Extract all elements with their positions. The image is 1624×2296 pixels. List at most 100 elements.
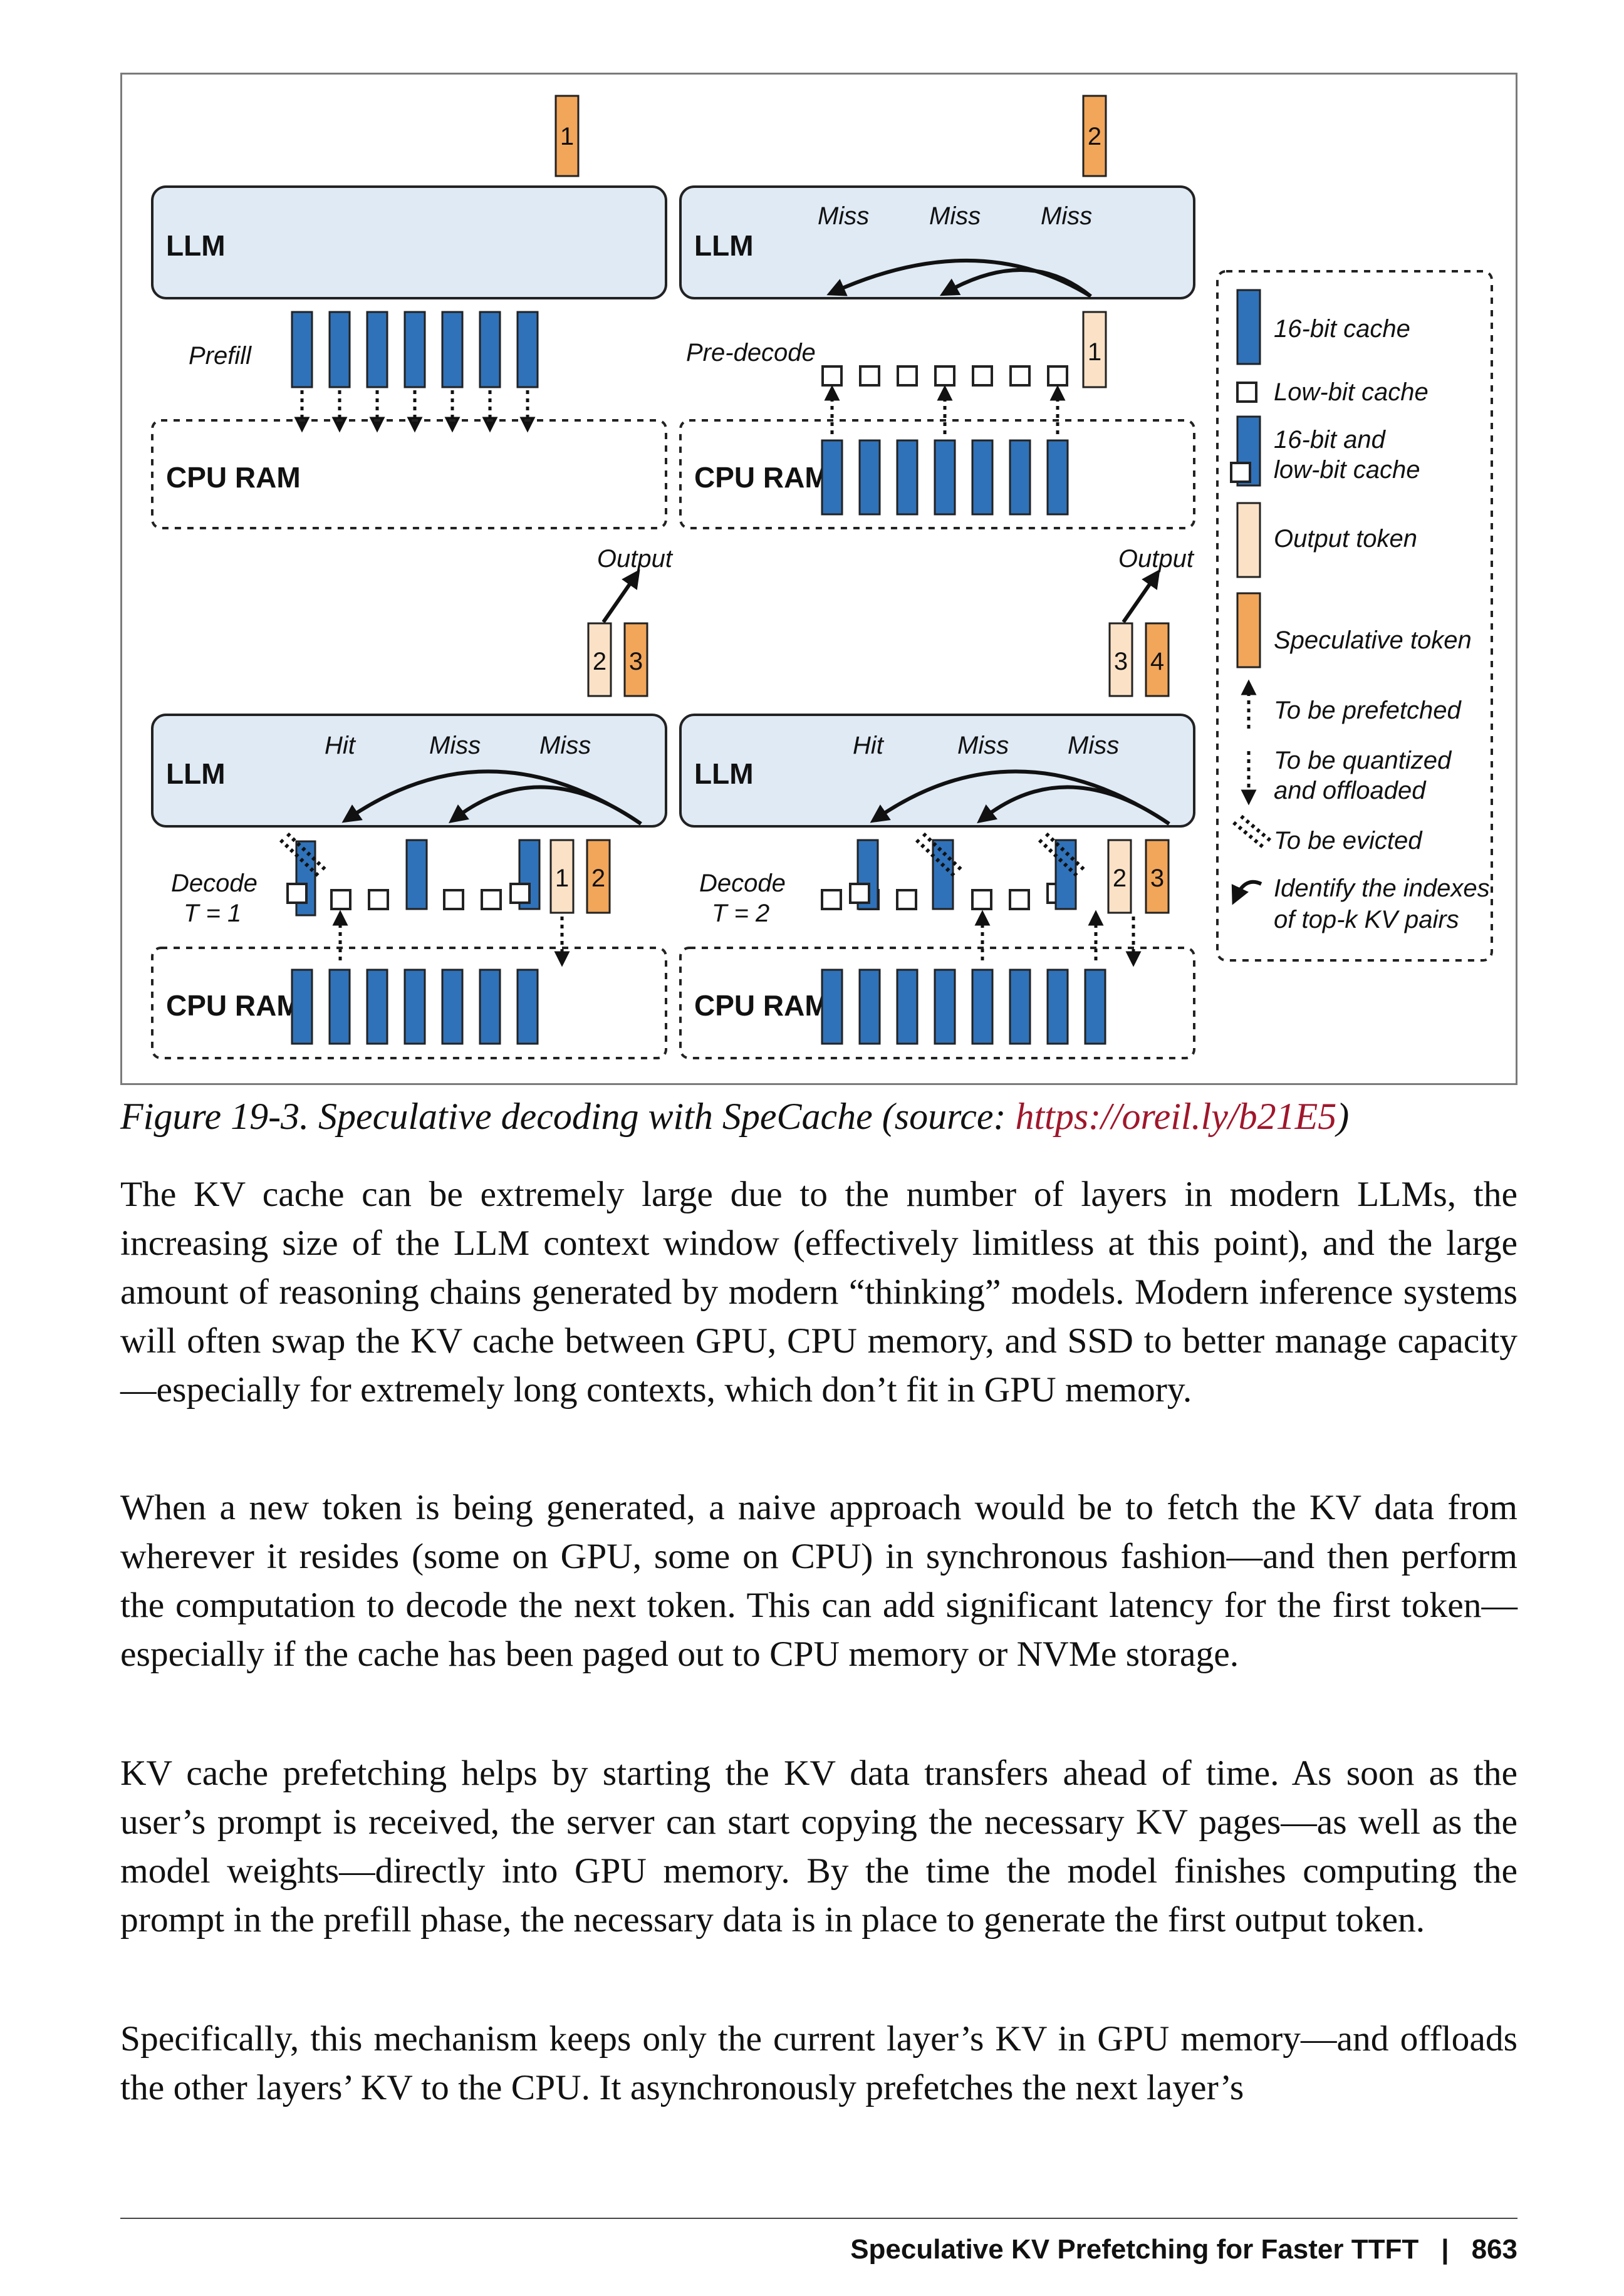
figure-caption: Figure 19-3. Speculative decoding with S…: [120, 1095, 1517, 1138]
panel-prefill: 1 LLM Prefill: [151, 95, 667, 529]
token-label: 3: [1114, 648, 1128, 675]
stage-label-t: T = 1: [184, 900, 241, 927]
footer-rule: [120, 2218, 1517, 2219]
evict-mark: [915, 838, 956, 878]
legend-label: To be evicted: [1274, 827, 1423, 855]
llm-label: LLM: [694, 757, 754, 790]
token-label: 1: [1088, 338, 1101, 366]
llm-box-predecode: [679, 185, 1195, 299]
evict-mark: [922, 832, 963, 871]
legend-label: To be prefetched: [1274, 697, 1462, 724]
output-left: Output 2 3: [587, 545, 674, 697]
footer-section-title: Speculative KV Prefetching for Faster TT…: [850, 2234, 1419, 2265]
speculative-token: [1145, 839, 1170, 914]
output-token: [1082, 311, 1107, 388]
topk-arrow: [449, 785, 642, 826]
caption-close: ): [1336, 1096, 1350, 1137]
panel-predecode: 2 LLM Miss Miss Miss Pre-decode 1: [679, 95, 1195, 529]
cpu-ram-label: CPU RAM: [694, 461, 829, 494]
cpu-ram-label: CPU RAM: [166, 461, 301, 494]
miss-label: Miss: [539, 732, 591, 759]
llm-box-decode-1: [151, 714, 667, 828]
running-footer: Speculative KV Prefetching for Faster TT…: [850, 2234, 1517, 2265]
legend-label: of top-k KV pairs: [1274, 906, 1459, 933]
token-label: 1: [560, 123, 574, 150]
figure-frame: 1 LLM Prefill: [120, 73, 1517, 1085]
legend-mixed-swatch-lowbit: [1230, 462, 1251, 483]
evict-mark: [286, 832, 327, 871]
evicted-cache: [932, 839, 954, 910]
low-bit-cache: [509, 883, 531, 904]
llm-label: LLM: [166, 757, 226, 790]
hit-label: Hit: [853, 732, 885, 759]
cpu-ram-label: CPU RAM: [694, 989, 829, 1022]
cpu-cache-bars: [821, 969, 1106, 1045]
legend-label: 16-bit cache: [1274, 315, 1410, 343]
output-token: [587, 622, 612, 697]
footer-separator: |: [1441, 2234, 1449, 2265]
prefill-cache-bars: [291, 311, 539, 388]
speculative-token: [1145, 622, 1170, 697]
stage-label-decode: Decode: [699, 870, 786, 897]
speculative-decoding-diagram: 1 LLM Prefill: [151, 95, 1493, 1059]
evicted-cache: [1054, 839, 1077, 910]
cpu-ram-box-decode-1: [151, 947, 667, 1059]
cpu-ram-label: CPU RAM: [166, 989, 301, 1022]
low-bit-cache: [849, 883, 870, 904]
prefetch-arrows: [824, 385, 1066, 434]
miss-label: Miss: [429, 732, 481, 759]
offload-arrows: [294, 390, 536, 433]
output-token: [1108, 622, 1133, 697]
llm-box-prefill: [151, 185, 667, 299]
legend-label: low-bit cache: [1274, 456, 1420, 484]
miss-label: Miss: [929, 202, 981, 230]
legend-label: 16-bit and: [1274, 426, 1387, 454]
token-label: 4: [1150, 648, 1164, 675]
topk-arrow: [939, 268, 1092, 298]
body-paragraph: KV cache prefetching helps by starting t…: [120, 1753, 1517, 1940]
low-bit-cache-row: [286, 883, 502, 910]
stage-label-decode: Decode: [171, 870, 258, 897]
legend-evict-mark: [1240, 814, 1273, 843]
llm-label: LLM: [166, 229, 226, 262]
body-paragraph: Specifically, this mechanism keeps only …: [120, 2019, 1517, 2107]
topk-arrow: [826, 259, 1092, 298]
legend-label: To be quantized: [1274, 747, 1452, 774]
cpu-ram-box-decode-2: [679, 947, 1195, 1059]
legend-lowbit-swatch: [1236, 382, 1257, 403]
panel-decode-2: LLM Hit Miss Miss Decode T = 2: [679, 714, 1195, 1059]
cpu-ram-box-prefill: [151, 419, 667, 529]
token-label: 2: [1113, 865, 1127, 892]
miss-label: Miss: [1068, 732, 1119, 759]
cpu-cache-bars: [821, 439, 1069, 516]
legend-label: Speculative token: [1274, 626, 1472, 654]
caption-link[interactable]: https://oreil.ly/b21E5: [1015, 1096, 1337, 1137]
speculative-token: [586, 839, 611, 914]
body-paragraph: The KV cache can be extremely large due …: [120, 1175, 1517, 1410]
speculative-token-1: [554, 95, 580, 177]
legend-label: Output token: [1274, 525, 1417, 553]
token-label: 2: [593, 648, 606, 675]
token-label: 2: [1088, 123, 1101, 150]
panel-decode-1: LLM Hit Miss Miss Decode T = 1: [151, 714, 667, 1059]
legend-speculative-swatch: [1236, 592, 1261, 668]
evict-mark: [279, 838, 320, 878]
llm-label: LLM: [694, 229, 754, 262]
output-token: [549, 839, 575, 914]
stage-label-predecode: Pre-decode: [686, 339, 816, 366]
legend-label: Low-bit cache: [1274, 378, 1429, 406]
evicted-cache: [295, 840, 316, 917]
topk-arrow: [977, 785, 1170, 826]
miss-label: Miss: [957, 732, 1009, 759]
speculative-token-2: [1082, 95, 1107, 177]
stage-label-t: T = 2: [712, 900, 769, 927]
llm-box-decode-2: [679, 714, 1195, 828]
output-label: Output: [597, 545, 674, 573]
stage-label-prefill: Prefill: [189, 342, 252, 370]
token-label: 3: [1150, 865, 1164, 892]
miss-label: Miss: [1041, 202, 1092, 230]
legend-topk-arrow: [1231, 880, 1262, 905]
hit-label: Hit: [325, 732, 357, 759]
legend-output-swatch: [1236, 502, 1261, 578]
